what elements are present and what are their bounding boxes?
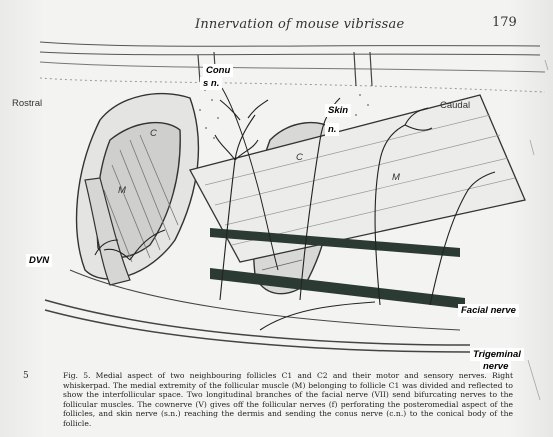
label-follicle-c1: C <box>150 128 157 139</box>
label-muscle-left: M <box>118 185 126 196</box>
label-rostral: Rostral <box>12 98 42 109</box>
skin-surface <box>40 42 545 92</box>
figure-number: 5 <box>23 371 29 381</box>
annotation-skin: Skin <box>325 104 351 117</box>
annotation-skin-n: n. <box>325 123 339 136</box>
scan-marks <box>528 60 548 400</box>
page-header-title: Innervation of mouse vibrissae <box>195 17 404 32</box>
annotation-conus: Conu <box>203 64 233 77</box>
label-caudal: Caudal <box>440 100 470 111</box>
annotation-trigeminal: Trigeminal <box>470 348 524 361</box>
figure-caption: Fig. 5. Medial aspect of two neighbourin… <box>63 371 513 429</box>
label-follicle-c2: C <box>296 152 303 163</box>
annotation-dvn: DVN <box>26 254 52 267</box>
label-muscle-right: M <box>392 172 400 183</box>
page-number: 179 <box>492 15 517 30</box>
annotation-conus-n: s n. <box>200 77 222 90</box>
annotation-facial-nerve: Facial nerve <box>458 304 519 317</box>
